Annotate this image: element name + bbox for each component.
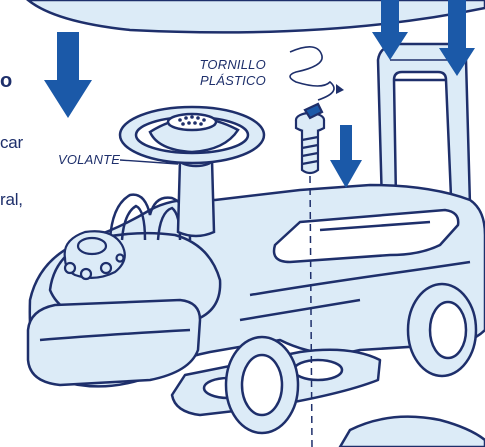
edge-text-1: o	[0, 70, 12, 93]
steering-column	[178, 154, 214, 236]
swirl-icon	[290, 47, 334, 100]
wheel-label: VOLANTE	[58, 152, 120, 168]
steering-wheel	[120, 107, 264, 163]
screw-icon	[296, 104, 324, 173]
edge-text-3: ral,	[0, 190, 23, 210]
swirl-arrowhead	[336, 84, 344, 94]
front-bumper	[28, 300, 200, 385]
screw-label-line2: PLÁSTICO	[196, 73, 266, 89]
horn-buttons	[65, 231, 125, 279]
edge-text-2: car	[0, 133, 23, 153]
seat-panel	[28, 0, 485, 32]
screw-label: TORNILLO PLÁSTICO	[196, 57, 266, 89]
screw-label-line1: TORNILLO	[196, 57, 266, 73]
